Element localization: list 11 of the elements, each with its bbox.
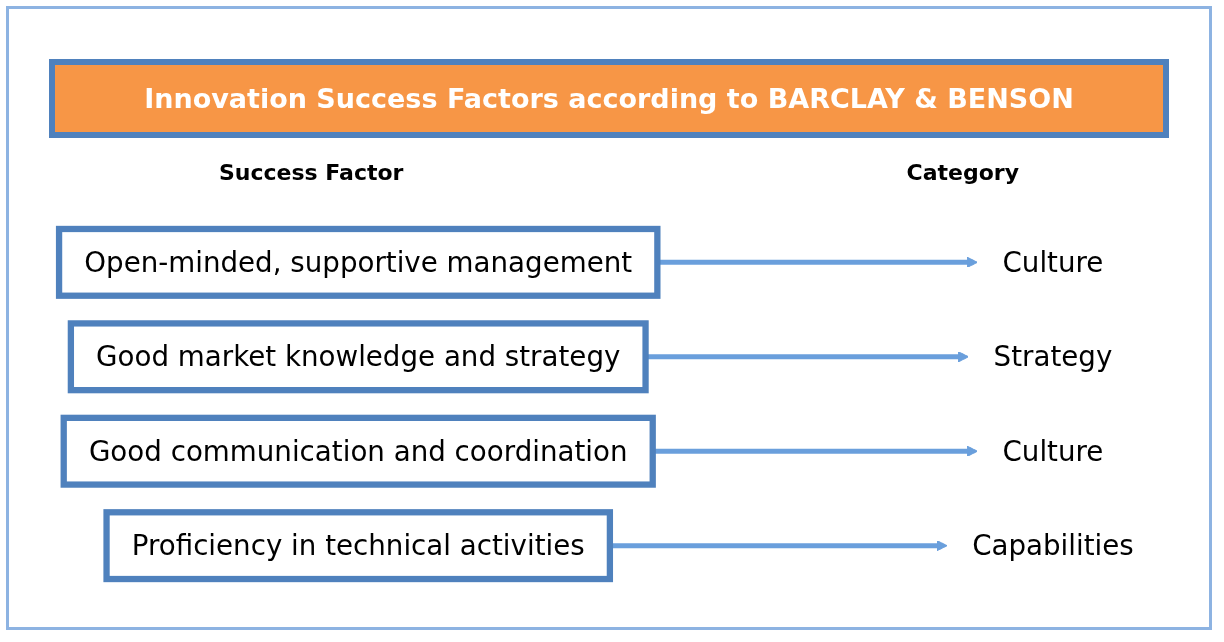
node-text: Strategy	[993, 341, 1113, 373]
node-text: Culture	[1002, 246, 1104, 279]
column-heading: Success Factor	[219, 160, 404, 185]
title-banner: Innovation Success Factors according to BARCLAY & BENSON	[49, 59, 1169, 138]
node-text: Capabilities	[972, 529, 1134, 562]
node-box: Proficiency in technical activities	[103, 509, 614, 583]
column-heading: Category	[906, 160, 1019, 185]
node-box: Open-minded, supportive management	[55, 225, 661, 299]
node-text: Culture	[1002, 435, 1104, 467]
node-box: Good market knowledge and strategy	[67, 320, 649, 394]
node-box: Good communication and coordination	[60, 414, 656, 488]
